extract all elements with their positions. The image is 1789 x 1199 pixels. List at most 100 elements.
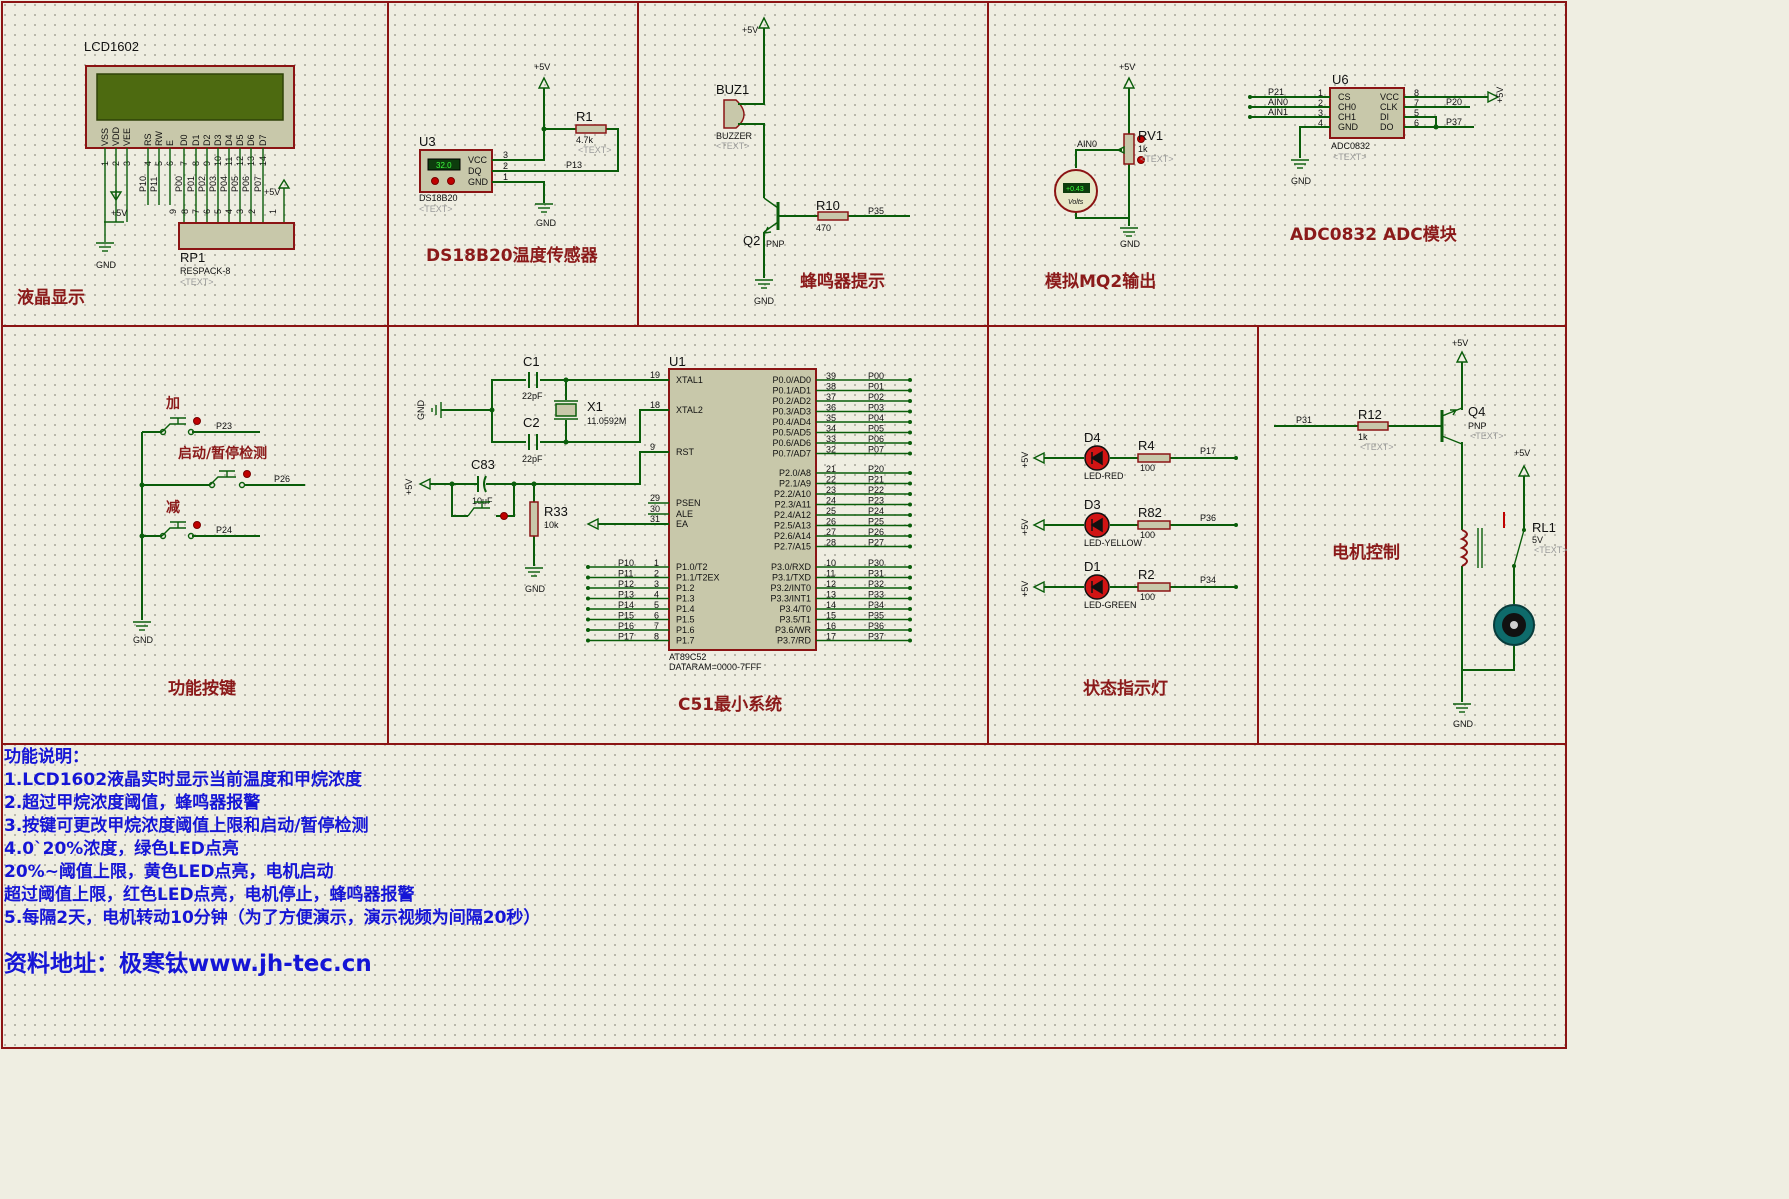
r12-value: 1k (1358, 432, 1368, 442)
lcd-net-label: P00 (174, 176, 184, 192)
mcu-pin-number: 34 (826, 424, 836, 434)
rv1-potentiometer[interactable] (1123, 133, 1135, 165)
mcu-system[interactable]: U1 XTAL119XTAL218RST9PSEN29ALE30EA31P1.0… (404, 354, 912, 672)
adc-net-label: P21 (1268, 87, 1284, 97)
buzzer-circuit[interactable]: BUZ1 BUZZER <TEXT> +5V Q2 PNP R10 470 P3… (716, 16, 910, 306)
junction (449, 481, 455, 487)
adc-wires (1250, 96, 1488, 158)
mcu-pin-label: P1.5 (676, 615, 695, 625)
rl1-value: 5V (1532, 535, 1543, 545)
buzzer-gnd: GND (754, 296, 775, 306)
motor-vcc-arrow (1455, 350, 1469, 363)
mcu-pin-number: 9 (650, 442, 655, 452)
mq2-vcc: +5V (1119, 62, 1135, 72)
ds18b20-sensor[interactable]: U3 32.0 VCC DQ GND 3 2 1 DS18B20 <TEXT> … (419, 62, 619, 228)
resource-link[interactable]: 资料地址：极寒钛www.jh-tec.cn (4, 951, 372, 977)
net-terminal (908, 544, 912, 549)
mcu-pin-label: P3.4/T0 (779, 604, 811, 614)
mq2-net: AIN0 (1077, 139, 1097, 149)
key-sub-indicator[interactable] (193, 521, 201, 529)
ds18b20-pin-num: 1 (503, 172, 508, 182)
title-leds: 状态指示灯 (1083, 678, 1168, 699)
q2-type: PNP (766, 239, 785, 249)
mcu-pin-label: P1.6 (676, 625, 695, 635)
lcd-net-label: P01 (186, 176, 196, 192)
mcu-pin-label: XTAL2 (676, 405, 703, 415)
mcu-pin-number: 25 (826, 506, 836, 516)
adc-pin-number: 2 (1318, 98, 1323, 108)
schematic-svg: 液晶显示 DS18B20温度传感器 蜂鸣器提示 模拟MQ2输出 ADC0832 … (1, 1, 1568, 1049)
mcu-pin-number: 14 (826, 600, 836, 610)
relay-vcc: +5V (1514, 448, 1530, 458)
mcu-pin-label: P2.3/A11 (775, 500, 811, 510)
section-titles: 液晶显示 DS18B20温度传感器 蜂鸣器提示 模拟MQ2输出 ADC0832 … (17, 224, 1458, 715)
title-lcd: 液晶显示 (17, 287, 85, 308)
mcu-pin-label: P1.0/T2 (676, 562, 708, 572)
mcu-net-label: P04 (868, 413, 884, 423)
mcu-pin-number: 38 (826, 382, 836, 392)
net-terminal (1234, 456, 1238, 460)
mcu-net-label: P17 (618, 632, 634, 642)
relay-switch[interactable] (1513, 529, 1525, 567)
net-terminal (1234, 523, 1238, 527)
led-vcc-arrow (1032, 518, 1045, 532)
respack-pin-number: 8 (180, 209, 190, 214)
led-net-label: P34 (1200, 575, 1216, 585)
motor-gnd: GND (1453, 719, 1474, 729)
key-add-indicator[interactable] (193, 417, 201, 425)
rl1-ref: RL1 (1532, 520, 1556, 535)
led-indicators[interactable]: +5VD4LED-REDR4100P17+5VD3LED-YELLOWR8210… (1020, 430, 1238, 610)
reset-button[interactable] (467, 501, 490, 517)
title-ds18b20: DS18B20温度传感器 (426, 245, 599, 266)
led-ref: D4 (1084, 430, 1101, 445)
key-sub-button[interactable] (159, 521, 201, 540)
voltmeter-unit: Volts (1068, 199, 1084, 206)
mcu-net-label: P37 (868, 632, 884, 642)
net-terminal (586, 596, 590, 601)
led-resistor-value: 100 (1140, 530, 1155, 540)
adc-net-label: AIN1 (1268, 107, 1288, 117)
junction (563, 439, 569, 445)
schematic-canvas[interactable]: 液晶显示 DS18B20温度传感器 蜂鸣器提示 模拟MQ2输出 ADC0832 … (0, 0, 1568, 1051)
relay-coil (1459, 529, 1468, 567)
net-terminal (908, 628, 912, 632)
respack-pin-number: 7 (191, 209, 201, 214)
mcu-pin-number: 13 (826, 590, 836, 600)
mcu-pin-number: 21 (826, 464, 836, 474)
reset-indicator[interactable] (500, 512, 508, 520)
mcu-pin-number: 6 (654, 611, 659, 621)
key-start-button[interactable] (208, 470, 251, 489)
mcu-pin-number: 29 (650, 493, 660, 503)
mcu-pin-label: P0.4/AD4 (772, 417, 811, 427)
mcu-net-label: P20 (868, 464, 884, 474)
rv1-up-button[interactable] (1137, 135, 1145, 143)
ds18b20-button[interactable] (431, 177, 439, 185)
lcd-module[interactable]: LCD1602 VSS1VDD2VEE3RS4RW5E6D07D18D29D31… (84, 39, 295, 287)
mcu-pin-label: P0.7/AD7 (772, 449, 811, 459)
buzzer-net: P35 (868, 206, 884, 216)
r10-ref: R10 (816, 198, 840, 213)
lcd-net-label: P11 (149, 177, 159, 192)
key-add-label: 加 (165, 396, 180, 412)
notes-line: 4.0`20%浓度，绿色LED点亮 (4, 839, 239, 859)
mq2-vcc-arrow (1122, 76, 1136, 89)
junction (139, 533, 145, 539)
ds18b20-pin: GND (468, 177, 489, 187)
net-terminal (586, 617, 590, 622)
key-start-indicator[interactable] (243, 470, 251, 478)
ds18b20-net: P13 (566, 160, 582, 170)
c83-capacitor (483, 475, 487, 493)
motor-circuit[interactable]: +5V +5V R12 1k <TEXT> P31 Q4 PNP <TEXT> … (1274, 338, 1568, 729)
key-add-button[interactable] (159, 417, 201, 436)
lcd-pin-label: VSS (100, 128, 110, 146)
keys-circuit[interactable]: 加 P23 启动/暂停检测 P26 减 P24 GND (133, 396, 305, 645)
ds18b20-button[interactable] (447, 177, 455, 185)
ds18b20-reading: 32.0 (436, 161, 452, 170)
rv1-down-button[interactable] (1137, 156, 1145, 164)
mcu-pin-number: 32 (826, 445, 836, 455)
mcu-net-label: P03 (868, 403, 884, 413)
mcu-net-label: P32 (868, 579, 884, 589)
mq2-circuit[interactable]: +5V RV1 1k <TEXT> AIN0 +0.43 Volts GND (1054, 62, 1174, 249)
led-resistor-value: 100 (1140, 592, 1155, 602)
